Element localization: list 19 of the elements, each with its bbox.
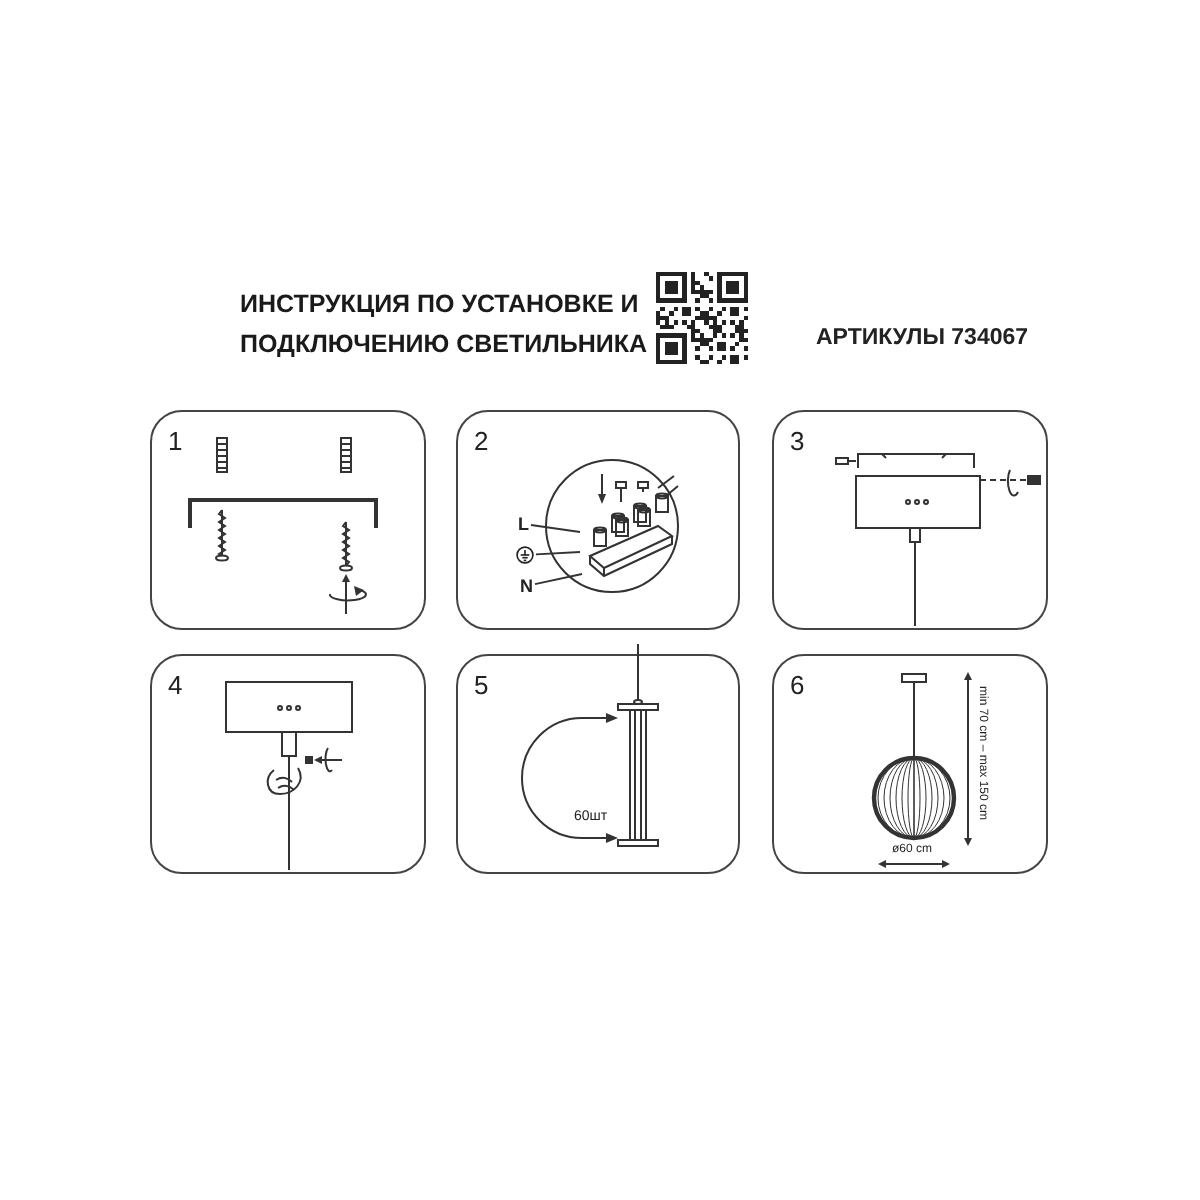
step-number: 4 [168,672,183,700]
terminal-label: L [518,514,529,534]
step-number: 3 [790,428,805,456]
step-number: 2 [474,428,489,456]
terminal-label: N [520,576,533,596]
step-panel [150,410,426,630]
article-number: АРТИКУЛЫ 734067 [816,326,1029,352]
document-title: ИНСТРУКЦИЯ ПО УСТАНОВКЕ И ПОДКЛЮЧЕНИЮ СВЕТИЛЬНИКА [240,288,648,362]
step-panel [772,654,1048,874]
step-number: 6 [790,672,805,700]
leader-line [534,573,583,586]
step-panel [456,410,740,630]
leader-line [535,551,581,556]
step-number: 5 [474,672,489,700]
step-panel [772,410,1048,630]
step-panel [150,654,426,874]
ground-symbol-icon [516,546,534,564]
step-number: 1 [168,428,183,456]
leader-line [530,524,581,533]
